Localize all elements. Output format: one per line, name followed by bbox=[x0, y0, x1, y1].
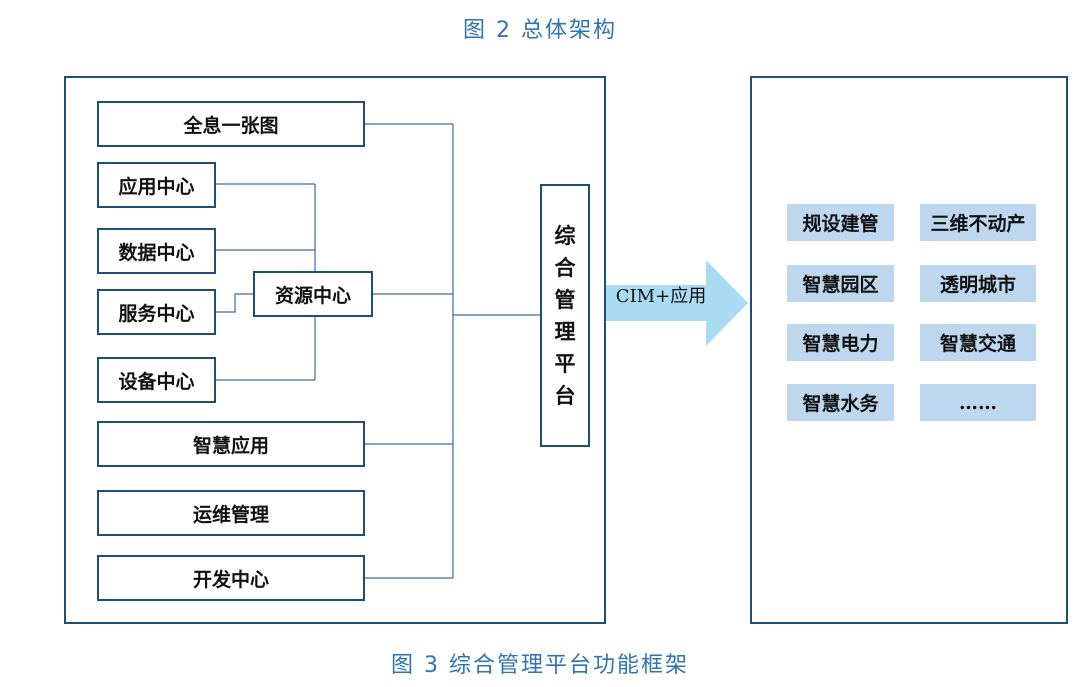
service-center-box: 服务中心 bbox=[97, 289, 216, 335]
app-tile: 透明城市 bbox=[920, 265, 1036, 302]
figure-2-caption: 图 2 总体架构 bbox=[463, 18, 617, 43]
app-tile: …… bbox=[920, 384, 1036, 421]
platform-char: 管 bbox=[554, 286, 576, 312]
smart-app-box: 智慧应用 bbox=[97, 421, 365, 467]
cim-arrow bbox=[606, 260, 748, 346]
app-tile: 智慧水务 bbox=[787, 384, 894, 421]
app-tile: 智慧电力 bbox=[787, 324, 894, 361]
dev-center-box: 开发中心 bbox=[97, 555, 365, 601]
platform-char: 综 bbox=[554, 222, 576, 248]
arrow-label: CIM+应用 bbox=[615, 286, 707, 307]
data-center-box: 数据中心 bbox=[97, 228, 216, 274]
platform-char: 平 bbox=[554, 350, 576, 376]
app-center-box: 应用中心 bbox=[97, 162, 216, 208]
holo-map-box: 全息一张图 bbox=[97, 101, 365, 147]
platform-char: 合 bbox=[554, 254, 576, 280]
app-tile: 智慧交通 bbox=[920, 324, 1036, 361]
figure-3-caption: 图 3 综合管理平台功能框架 bbox=[391, 653, 689, 678]
app-tile: 智慧园区 bbox=[787, 265, 894, 302]
platform-char: 台 bbox=[554, 382, 576, 408]
ops-mgmt-box: 运维管理 bbox=[97, 490, 365, 536]
connector-service-center bbox=[216, 293, 253, 313]
app-tile: 规设建管 bbox=[787, 204, 894, 241]
app-tile: 三维不动产 bbox=[920, 204, 1036, 241]
device-center-box: 设备中心 bbox=[97, 357, 216, 403]
resource-center-box: 资源中心 bbox=[253, 271, 373, 317]
integrated-platform-box: 综 合 管 理 平 台 bbox=[540, 184, 590, 447]
platform-char: 理 bbox=[554, 318, 576, 344]
